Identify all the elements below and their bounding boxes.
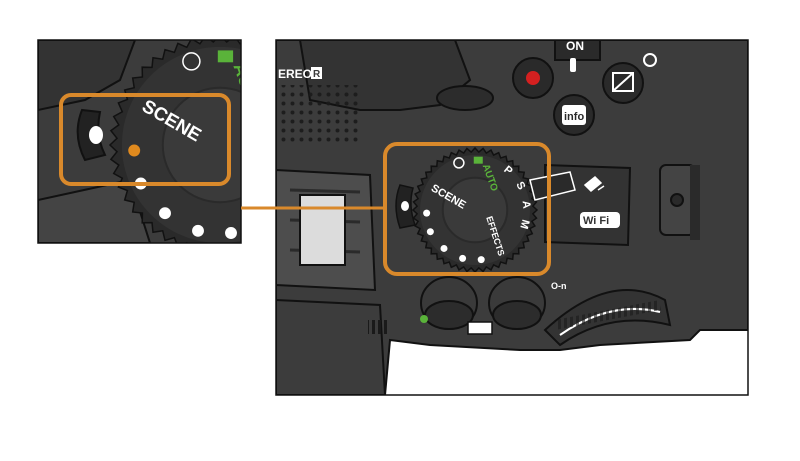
dial-scene-icon <box>440 244 448 252</box>
info-label: info <box>564 111 584 123</box>
dial-center <box>441 176 509 244</box>
dial-scene-icon <box>192 224 204 237</box>
hot-shoe-plate <box>299 194 346 266</box>
dial-scene-icon <box>477 256 485 264</box>
dial-no-flash-icon <box>453 157 465 169</box>
live-view-lever[interactable] <box>529 171 576 201</box>
dial-no-flash-icon <box>182 52 201 71</box>
dial-scene-icon <box>423 209 431 217</box>
dial-scene-icon <box>459 254 467 262</box>
stereo-r-label: R <box>313 69 321 80</box>
speaker-grille <box>278 85 358 145</box>
exposure-comp-icon <box>612 72 634 92</box>
green-indicator-dot <box>420 315 428 323</box>
body-lower-edge <box>276 299 386 395</box>
record-dot-icon <box>526 71 540 85</box>
power-on-label: ON <box>566 39 584 53</box>
dial-scene-icon <box>426 228 434 236</box>
zoom-index-mark <box>89 126 103 144</box>
dial-auto-camera-icon <box>217 50 234 63</box>
dial-scene-icon <box>159 207 171 220</box>
dial-mode-m: M <box>517 218 531 230</box>
dial-highlight-frame <box>383 142 551 276</box>
stereo-r-badge <box>311 67 322 79</box>
eyepiece-release <box>436 85 494 111</box>
aperture-icon <box>643 53 657 67</box>
dial-index-mark <box>401 201 409 211</box>
dial-center <box>161 86 241 204</box>
dial-scene-icon <box>225 227 237 239</box>
wifi-label: Wi Fi <box>583 215 609 227</box>
dial-mode-a: A <box>520 200 533 209</box>
dial-scene-icon <box>128 144 141 157</box>
stereo-label: EREO <box>278 67 312 81</box>
panel-border <box>275 39 749 396</box>
lock-label: O-n <box>551 281 567 291</box>
power-switch-indicator <box>570 58 576 72</box>
dial-auto-camera-icon <box>473 156 483 164</box>
inset-border <box>37 39 242 244</box>
gps-icon <box>583 175 605 193</box>
wifi-badge <box>580 212 620 228</box>
inset-highlight-frame <box>59 93 231 186</box>
